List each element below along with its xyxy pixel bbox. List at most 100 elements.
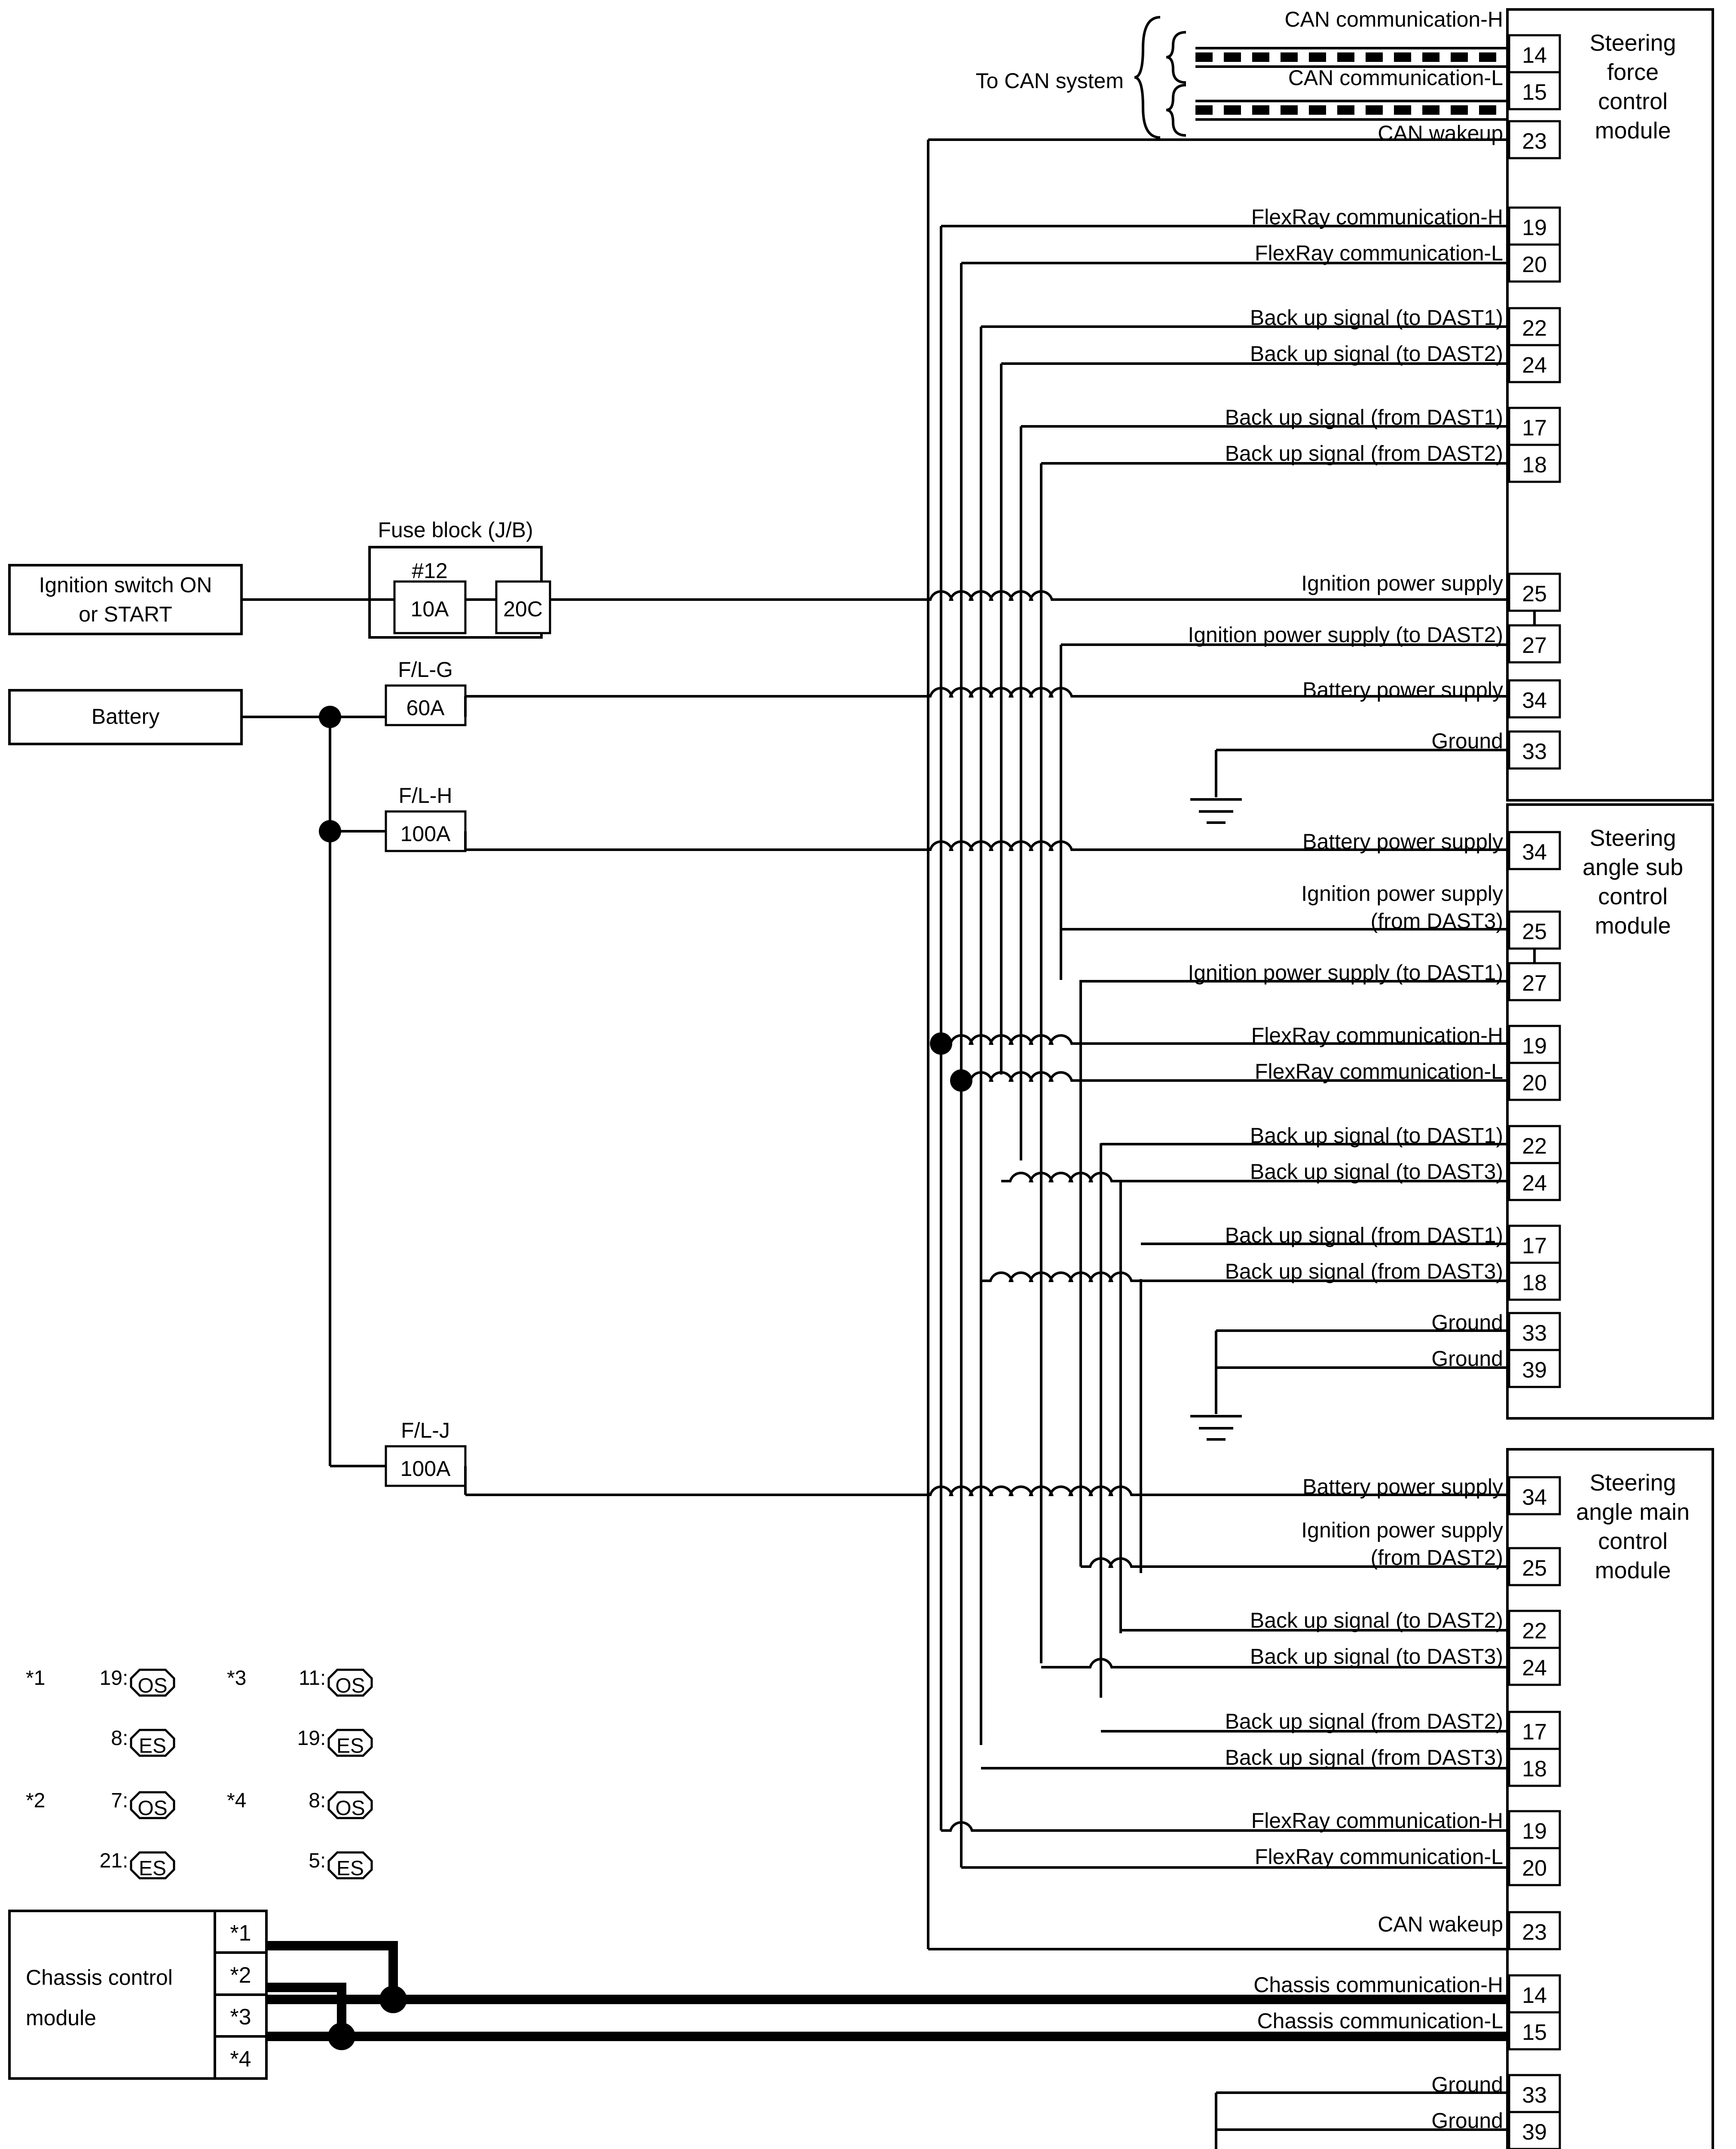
wire-main-flexray-h <box>941 1821 1508 1832</box>
footnote-3-es-colon: : <box>320 1727 326 1750</box>
ground-symbol-sub <box>1190 1415 1242 1441</box>
junction-node-flh <box>319 820 341 842</box>
footnote-3-es-hex <box>327 1729 373 1757</box>
module-title-force-line2: force <box>1607 59 1659 85</box>
pin-box-force-17 <box>1508 407 1561 446</box>
pin-box-force-22 <box>1508 307 1561 346</box>
wire-main-bu-to-dast3 <box>1041 1658 1508 1668</box>
signal-label-sub-bu-from-dast3: Back up signal (from DAST3) <box>1225 1259 1503 1283</box>
fl-h-title: F/L-H <box>399 784 452 808</box>
signal-label-force-can-wakeup: CAN wakeup <box>1378 121 1503 145</box>
footnote-3-es-tag: ES <box>336 1735 364 1757</box>
fuse-10a-label: 10A <box>411 597 449 621</box>
wire-chassis-pin1-to-h <box>266 1941 398 1999</box>
chassis-module-label-line2: module <box>26 2006 96 2030</box>
fl-j-rating-label: 100A <box>400 1457 451 1481</box>
pin-box-main-15 <box>1508 2011 1561 2051</box>
pin-box-main-22 <box>1508 1610 1561 1649</box>
signal-label-main-bu-to-dast2: Back up signal (to DAST2) <box>1250 1608 1503 1632</box>
footnote-3-es-num: 19 <box>297 1727 320 1750</box>
pin-label-sub-18: 18 <box>1522 1270 1547 1295</box>
signal-label-force-batt-supply: Battery power supply <box>1302 678 1503 702</box>
footnote-4-es-tag: ES <box>336 1857 364 1880</box>
signal-label-main-chassis-l: Chassis communication-L <box>1257 2009 1503 2033</box>
fl-h-box <box>385 810 467 852</box>
pin-label-sub-33: 33 <box>1522 1321 1547 1346</box>
footnote-1-es-tag: ES <box>139 1735 166 1757</box>
pin-box-force-19 <box>1508 206 1561 246</box>
footnote-4-es-colon: : <box>320 1849 326 1872</box>
pin-box-main-39 <box>1508 2111 1561 2149</box>
footnote-3-os-hex <box>327 1668 373 1697</box>
pin-label-force-20: 20 <box>1522 252 1547 277</box>
chassis-pin-star3: *3 <box>230 2005 251 2030</box>
pin-label-sub-34: 34 <box>1522 840 1547 865</box>
pin-label-force-33: 33 <box>1522 739 1547 764</box>
module-title-main-line1: Steering <box>1589 1470 1676 1496</box>
can-system-brace-upper <box>1166 31 1186 84</box>
pin-box-sub-24 <box>1508 1162 1561 1201</box>
pin-label-sub-24: 24 <box>1522 1171 1547 1196</box>
wire-sub-flexray-l <box>961 1071 1508 1082</box>
signal-label-main-flexray-l: FlexRay communication-L <box>1255 1845 1503 1869</box>
pin-label-sub-19: 19 <box>1522 1034 1547 1059</box>
ground-symbol-force <box>1190 798 1242 824</box>
signal-label-sub-ign-supply: Ignition power supply <box>1301 882 1503 906</box>
module-title-force-line3: control <box>1598 89 1668 114</box>
pin-label-force-27: 27 <box>1522 633 1547 658</box>
pin-label-main-23: 23 <box>1522 1920 1547 1945</box>
pin-label-force-22: 22 <box>1522 316 1547 341</box>
footnote-1-os-hex <box>130 1668 175 1697</box>
pin-label-force-18: 18 <box>1522 453 1547 478</box>
can-system-brace-lower <box>1166 84 1186 137</box>
footnote-1-os-tag: OS <box>138 1675 167 1697</box>
footnote-4-es-hex <box>327 1851 373 1880</box>
wire-chassis-pin2-to-l <box>266 1983 346 2036</box>
signal-label-main-ign-supply: Ignition power supply <box>1301 1518 1503 1542</box>
footnote-4-os-hex <box>327 1791 373 1819</box>
pin-label-force-15: 15 <box>1522 80 1547 105</box>
chassis-pin-star4: *4 <box>230 2047 251 2072</box>
signal-label-main-flexray-h: FlexRay communication-H <box>1251 1809 1503 1833</box>
footnote-2-os-tag: OS <box>138 1797 167 1820</box>
pin-label-main-33: 33 <box>1522 2083 1547 2108</box>
footnote-1-es-colon: : <box>122 1727 128 1750</box>
pin-box-main-20 <box>1508 1847 1561 1886</box>
wire-main-ign-from-dast2 <box>1081 1557 1508 1568</box>
signal-label-force-can-h: CAN communication-H <box>1285 7 1503 31</box>
chassis-module-label-line1: Chassis control <box>26 1965 173 1990</box>
pin-label-main-39: 39 <box>1522 2120 1547 2145</box>
pin-label-main-34: 34 <box>1522 1485 1547 1510</box>
wire-ignition-power-supply-rail <box>550 590 1508 601</box>
pin-box-force-25 <box>1508 572 1561 612</box>
pin-box-sub-34 <box>1508 831 1561 870</box>
fl-g-rating-label: 60A <box>406 696 445 720</box>
fuse-number-label: #12 <box>412 559 447 583</box>
ignition-switch-box <box>8 564 243 635</box>
module-title-sub-line4: module <box>1595 913 1671 939</box>
pin-box-main-23 <box>1508 1911 1561 1950</box>
pin-box-sub-18 <box>1508 1261 1561 1301</box>
fl-g-title: F/L-G <box>398 658 453 682</box>
footnote-1-es-num: 8 <box>111 1727 122 1750</box>
wire-sub-battery-power-supply <box>465 840 1508 851</box>
pin-label-main-19: 19 <box>1522 1819 1547 1844</box>
pin-label-force-17: 17 <box>1522 416 1547 441</box>
pin-box-main-17 <box>1508 1711 1561 1750</box>
pin-label-force-14: 14 <box>1522 43 1547 68</box>
fl-g-box <box>385 684 467 726</box>
footnote-3-os-tag: OS <box>335 1675 365 1697</box>
footnote-2-es-num: 21 <box>100 1849 122 1872</box>
footnote-3-os-num: 11 <box>299 1667 320 1690</box>
pin-label-main-20: 20 <box>1522 1856 1547 1881</box>
pin-label-main-25: 25 <box>1522 1556 1547 1581</box>
pin-label-force-23: 23 <box>1522 129 1547 154</box>
pin-box-force-23 <box>1508 120 1561 159</box>
signal-label-force-ign-supply: Ignition power supply <box>1301 571 1503 595</box>
signal-label-main-chassis-h: Chassis communication-H <box>1253 1973 1503 1997</box>
pin-box-sub-19 <box>1508 1025 1561 1064</box>
battery-label: Battery <box>92 704 159 729</box>
footnote-2-es-tag: ES <box>139 1857 166 1880</box>
